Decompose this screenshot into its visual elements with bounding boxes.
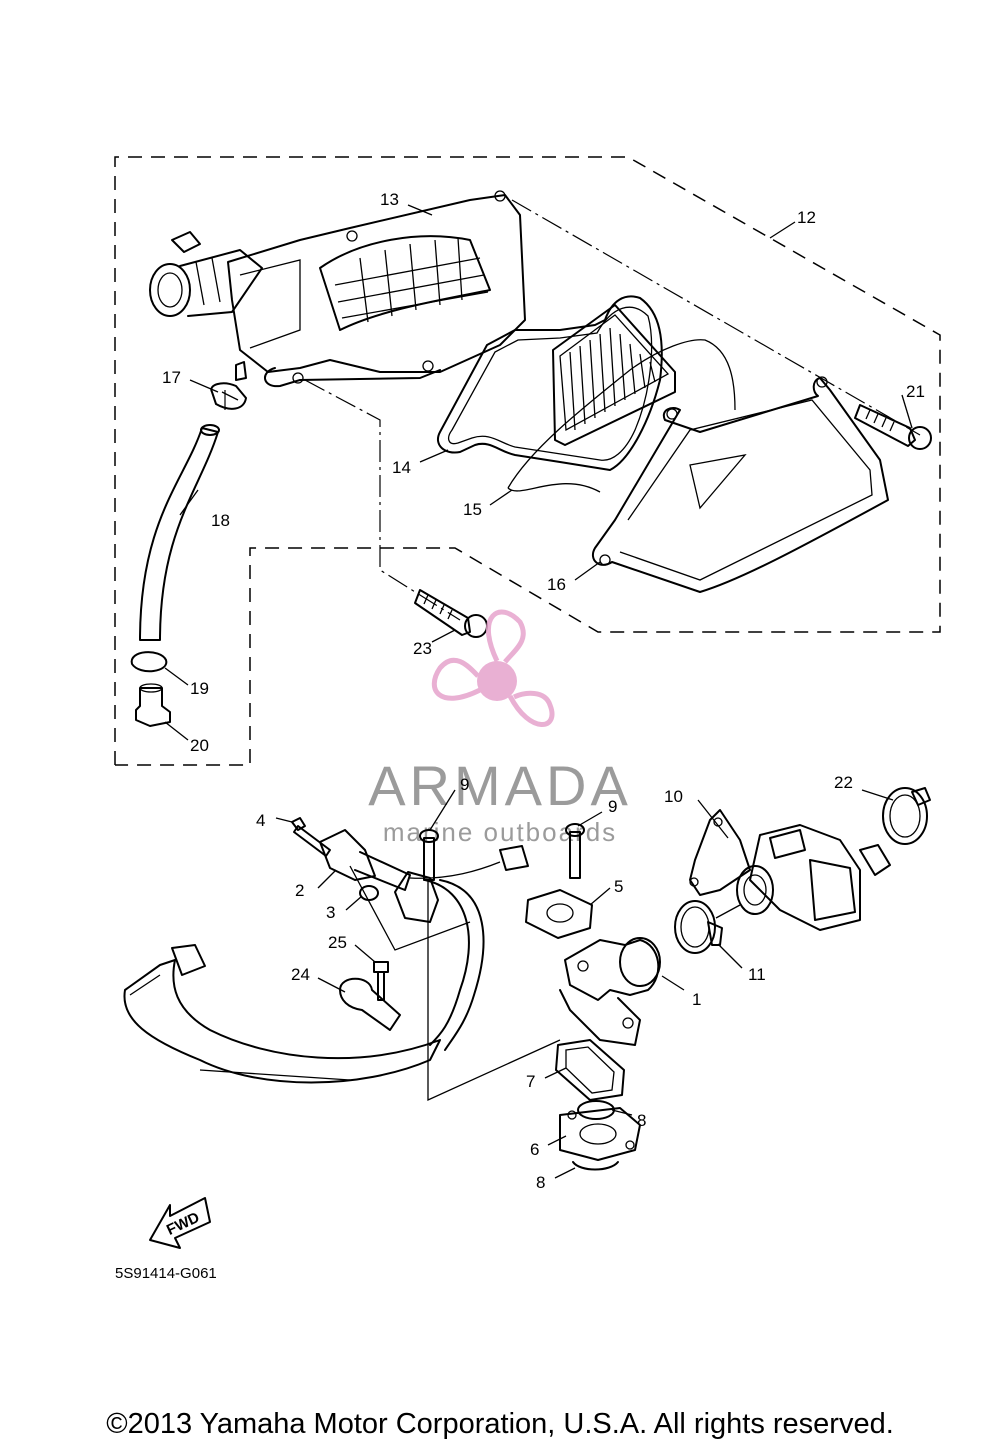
callout-9-right: 9 xyxy=(608,797,617,816)
callout-25: 25 xyxy=(328,933,347,952)
callout-18: 18 xyxy=(211,511,230,530)
callout-2: 2 xyxy=(295,881,304,900)
lower-center-lines xyxy=(349,865,741,1102)
gasket-7 xyxy=(555,1039,625,1101)
o-ring-8-lower xyxy=(572,1161,619,1171)
callout-8-lower: 8 xyxy=(536,1173,545,1192)
watermark-tagline: marine outboards xyxy=(383,817,617,847)
watermark-propeller-blade xyxy=(431,658,482,701)
hose-clamp-17 xyxy=(210,382,247,410)
bolt-9-right xyxy=(565,823,585,879)
callout-19: 19 xyxy=(190,679,209,698)
callout-14: 14 xyxy=(392,458,411,477)
callout-8-upper: 8 xyxy=(637,1111,646,1130)
callout-1: 1 xyxy=(692,990,701,1009)
callout-leaders xyxy=(164,204,913,1179)
screw-25 xyxy=(373,961,389,1001)
assembly-outline xyxy=(114,156,941,766)
callout-3: 3 xyxy=(326,903,335,922)
callout-16: 16 xyxy=(547,575,566,594)
watermark-brand: ARMADA xyxy=(368,754,632,817)
callout-7: 7 xyxy=(526,1072,535,1091)
spacer-6 xyxy=(559,1107,641,1161)
callout-13: 13 xyxy=(380,190,399,209)
callout-20: 20 xyxy=(190,736,209,755)
callout-11: 11 xyxy=(748,965,766,984)
fuel-hose xyxy=(123,871,485,1084)
watermark-propeller-blade xyxy=(485,609,526,664)
o-ring-3 xyxy=(359,885,379,901)
watermark-propeller-blade xyxy=(507,690,555,727)
drain-plug-20 xyxy=(135,683,171,727)
callout-15: 15 xyxy=(463,500,482,519)
case-gasket xyxy=(437,295,663,471)
screw-4 xyxy=(291,817,331,857)
hose-clamp-22 xyxy=(882,787,931,845)
air-cleaner-case xyxy=(149,190,526,388)
callout-6: 6 xyxy=(530,1140,539,1159)
throttle-body-10 xyxy=(689,809,891,931)
air-filter-element xyxy=(507,304,736,493)
watermark-propeller-hub xyxy=(477,661,517,701)
callout-4: 4 xyxy=(256,811,265,830)
armada-watermark: ARMADA marine outboards xyxy=(368,609,632,847)
air-cleaner-cover xyxy=(592,376,889,593)
callout-23: 23 xyxy=(413,639,432,658)
intake-joint-1 xyxy=(559,937,661,1046)
callout-5: 5 xyxy=(614,877,623,896)
bolt-23 xyxy=(414,589,488,638)
callout-9-left: 9 xyxy=(460,775,469,794)
snap-ring-19 xyxy=(130,651,168,673)
copyright-notice: ©2013 Yamaha Motor Corporation, U.S.A. A… xyxy=(106,1408,894,1440)
callout-12: 12 xyxy=(797,208,816,227)
callout-numbers: 1 2 3 4 5 6 7 8 8 9 9 10 11 12 13 14 15 … xyxy=(162,190,925,1192)
callout-24: 24 xyxy=(291,965,310,984)
drain-hose-18 xyxy=(139,424,220,641)
hose-clip-24 xyxy=(339,977,401,1031)
drawing-code: 5S91414-G061 xyxy=(115,1265,217,1282)
gasket-5 xyxy=(525,889,593,939)
callout-21: 21 xyxy=(906,382,925,401)
callout-10: 10 xyxy=(664,787,683,806)
callout-22: 22 xyxy=(834,773,853,792)
bolt-9-left xyxy=(419,829,439,881)
fuel-injector-2 xyxy=(319,829,529,891)
callout-17: 17 xyxy=(162,368,181,387)
hose-clamp-11 xyxy=(674,900,723,954)
forward-arrow: FWD xyxy=(149,1197,211,1249)
